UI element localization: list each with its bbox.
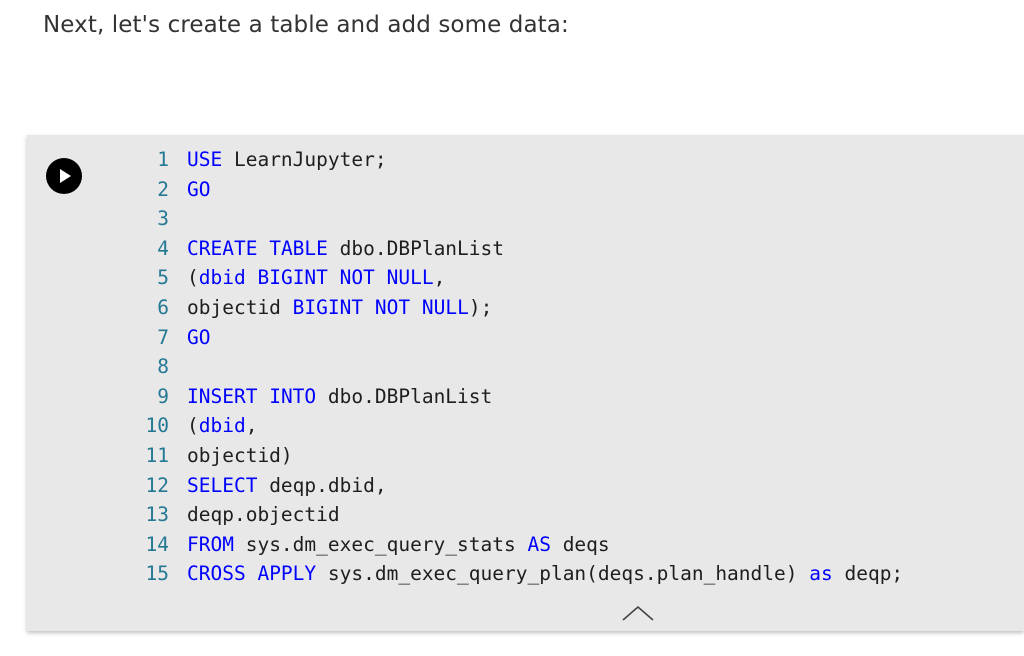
code-token — [257, 385, 269, 408]
code-token: , — [245, 414, 258, 438]
collapse-code-button[interactable] — [621, 603, 655, 623]
code-line[interactable]: 1 USE LearnJupyter; — [127, 145, 903, 175]
code-line[interactable]: 12 SELECT deqp.dbid, — [127, 471, 903, 501]
sql-keyword: INSERT — [187, 384, 258, 408]
intro-text: Next, let's create a table and add some … — [43, 12, 569, 38]
code-token: dbo.DBPlanList — [316, 384, 493, 408]
code-token — [246, 562, 258, 585]
code-text: objectid BIGINT NOT NULL); — [187, 293, 492, 323]
sql-keyword: dbid — [198, 266, 246, 290]
code-token — [257, 237, 269, 260]
line-number: 12 — [145, 473, 169, 497]
code-token: ); — [468, 295, 493, 319]
code-token: objectid — [187, 295, 293, 319]
code-line[interactable]: 11 objectid) — [127, 441, 903, 471]
sql-keyword: GO — [187, 325, 211, 349]
code-text: GO — [187, 323, 210, 353]
code-token — [363, 296, 375, 319]
sql-keyword: CREATE — [187, 236, 258, 260]
line-number: 4 — [157, 236, 169, 260]
line-number: 3 — [157, 207, 169, 231]
code-line[interactable]: 14 FROM sys.dm_exec_query_stats AS deqs — [127, 530, 903, 560]
code-line[interactable]: 6 objectid BIGINT NOT NULL); — [127, 293, 903, 323]
code-line[interactable]: 4 CREATE TABLE dbo.DBPlanList — [127, 234, 903, 264]
line-number: 10 — [145, 414, 169, 438]
sql-keyword: dbid — [198, 414, 246, 438]
line-number: 2 — [157, 177, 169, 201]
code-line[interactable]: 8 — [127, 352, 903, 382]
code-line[interactable]: 7 GO — [127, 323, 903, 353]
sql-keyword: as — [809, 562, 833, 586]
code-token: ( — [187, 414, 199, 438]
code-text: FROM sys.dm_exec_query_stats AS deqs — [187, 530, 610, 560]
code-text: (dbid BIGINT NOT NULL, — [187, 263, 445, 293]
code-text: USE LearnJupyter; — [187, 145, 387, 175]
line-number: 1 — [157, 148, 169, 171]
code-token: ( — [187, 266, 199, 290]
code-line[interactable]: 5 (dbid BIGINT NOT NULL, — [127, 263, 903, 293]
code-token — [410, 296, 422, 319]
sql-keyword: INTO — [269, 384, 317, 408]
code-line[interactable]: 13 deqp.objectid — [127, 500, 903, 530]
code-text: CROSS APPLY sys.dm_exec_query_plan(deqs.… — [187, 559, 903, 589]
sql-keyword: USE — [187, 148, 223, 171]
code-token: deqp.objectid — [187, 503, 340, 527]
chevron-up-icon — [622, 605, 654, 621]
code-text: objectid) — [187, 441, 293, 471]
code-line[interactable]: 15 CROSS APPLY sys.dm_exec_query_plan(deq… — [127, 559, 904, 589]
play-icon — [60, 169, 71, 183]
sql-keyword: NULL — [386, 266, 434, 290]
code-text: SELECT deqp.dbid, — [187, 471, 387, 501]
sql-keyword: BIGINT — [292, 295, 364, 319]
code-line[interactable]: 2 GO — [127, 175, 903, 205]
sql-keyword: GO — [187, 177, 211, 201]
code-token: dbo.DBPlanList — [327, 236, 505, 260]
sql-keyword: NULL — [421, 295, 469, 319]
line-number: 15 — [145, 562, 169, 586]
code-token: sys.dm_exec_query_stats — [233, 532, 528, 556]
line-number: 5 — [157, 266, 169, 290]
run-cell-button[interactable] — [46, 158, 82, 194]
code-token: deqp; — [832, 562, 904, 586]
sql-keyword: NOT — [374, 295, 411, 319]
line-number: 8 — [157, 355, 169, 379]
code-text: GO — [187, 175, 210, 205]
sql-keyword: AS — [527, 532, 551, 556]
line-number: 14 — [145, 532, 169, 556]
code-token — [375, 266, 387, 289]
sql-keyword: TABLE — [269, 236, 328, 260]
code-text: (dbid, — [187, 411, 257, 441]
code-line[interactable]: 9 INSERT INTO dbo.DBPlanList — [127, 382, 903, 412]
sql-keyword: BIGINT — [257, 266, 328, 290]
line-number: 11 — [145, 443, 169, 467]
code-token: , — [433, 266, 446, 290]
sql-keyword: CROSS — [187, 562, 246, 586]
line-number: 13 — [145, 503, 169, 527]
line-number: 9 — [157, 384, 169, 408]
code-token: sys.dm_exec_query_plan(deqs.plan_handle) — [316, 562, 810, 586]
code-text: INSERT INTO dbo.DBPlanList — [187, 382, 492, 412]
sql-keyword: SELECT — [187, 473, 258, 497]
sql-keyword: FROM — [187, 532, 234, 556]
code-text: deqp.objectid — [187, 500, 340, 530]
code-line[interactable]: 10 (dbid, — [127, 411, 903, 441]
sql-keyword: NOT — [339, 266, 375, 290]
code-token: deqs — [550, 532, 610, 556]
code-token: objectid) — [187, 443, 293, 467]
line-number: 7 — [157, 325, 169, 349]
code-token — [246, 266, 258, 289]
code-token: LearnJupyter; — [222, 148, 387, 171]
sql-keyword: APPLY — [257, 562, 317, 586]
code-line[interactable]: 3 — [127, 204, 903, 234]
code-token: deqp.dbid, — [257, 473, 387, 497]
code-text: CREATE TABLE dbo.DBPlanList — [187, 234, 504, 264]
code-token — [328, 266, 340, 289]
line-number: 6 — [157, 295, 169, 319]
